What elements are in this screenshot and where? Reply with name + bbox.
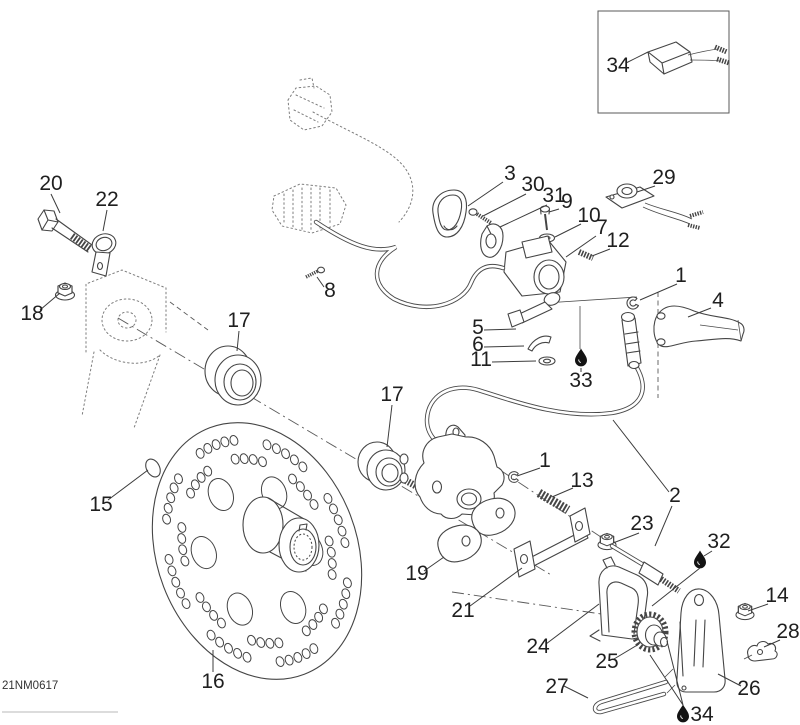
lubricant-droplet-icon-32 — [693, 550, 707, 569]
callout-labels: 34 20 22 18 8 3 30 31 9 10 7 12 29 1 4 5… — [20, 54, 799, 725]
callout-10: 10 — [577, 204, 600, 227]
callout-34-inset: 34 — [606, 54, 630, 77]
bushing-right — [357, 441, 430, 497]
drawing-code: 21NM0617 — [2, 680, 58, 692]
callout-1-top: 1 — [675, 264, 687, 287]
small-spring — [577, 249, 595, 261]
callout-16: 16 — [201, 670, 224, 693]
hex-bolt — [37, 209, 93, 253]
callout-12: 12 — [606, 229, 629, 252]
disc-hub — [242, 496, 320, 573]
lubricant-droplet-icon-34 — [676, 704, 690, 723]
flat-washer — [538, 356, 556, 366]
pivot-bolt — [539, 205, 551, 231]
dimmer-knob — [432, 189, 468, 238]
lubricant-droplet-icon-33 — [574, 348, 588, 367]
e-clip-caliper — [508, 471, 519, 483]
spring-clip — [743, 641, 778, 662]
callout-22: 22 — [95, 188, 118, 211]
callout-8: 8 — [324, 279, 336, 302]
callout-27: 27 — [545, 675, 568, 698]
bushing-left — [204, 345, 262, 406]
callout-21: 21 — [451, 599, 474, 622]
callout-23: 23 — [630, 512, 653, 535]
callout-5: 5 — [472, 316, 484, 339]
cable-rod-end — [609, 543, 681, 594]
adjuster-wheel — [631, 611, 669, 653]
callout-18: 18 — [20, 302, 43, 325]
callout-26: 26 — [737, 677, 760, 700]
callout-32: 32 — [707, 530, 730, 553]
brake-cable — [424, 363, 645, 459]
brake-light-switch — [605, 183, 704, 230]
callout-4: 4 — [712, 289, 724, 312]
flange-nut-14 — [735, 602, 755, 621]
callout-19: 19 — [405, 562, 428, 585]
phantom-chassis-bracket — [81, 269, 209, 429]
callout-14: 14 — [765, 584, 789, 607]
callout-7: 7 — [596, 216, 608, 239]
callout-29: 29 — [652, 166, 675, 189]
phantom-cable-route — [312, 111, 414, 223]
pin-centerline — [499, 469, 611, 544]
callout-11: 11 — [470, 348, 492, 371]
callout-33: 33 — [569, 369, 592, 392]
callout-31: 31 — [542, 184, 565, 207]
callout-3: 3 — [504, 162, 516, 185]
retainer-clip — [527, 335, 552, 352]
small-screw — [305, 266, 326, 279]
callout-13: 13 — [570, 469, 593, 492]
e-clip-top — [625, 295, 640, 311]
brake-caliper — [399, 424, 516, 564]
brake-lever — [653, 305, 745, 348]
flange-nut-18 — [54, 282, 76, 301]
phantom-engine-block-lower — [271, 183, 347, 234]
leader-lines — [39, 51, 781, 706]
knob-screw — [468, 208, 493, 225]
callout-2: 2 — [669, 484, 681, 507]
cable-clamp — [91, 233, 117, 277]
electrical-connector — [647, 41, 730, 75]
callout-28: 28 — [776, 620, 799, 643]
callout-25: 25 — [595, 650, 618, 673]
cable-adjuster — [620, 311, 642, 370]
callout-9: 9 — [561, 190, 573, 213]
anchor-bar — [513, 507, 591, 578]
cam-pin — [507, 292, 561, 328]
callout-17-right: 17 — [380, 383, 403, 406]
assembly-line — [544, 296, 638, 349]
inset-box — [597, 10, 730, 114]
support-bracket — [676, 588, 726, 693]
callout-24: 24 — [526, 635, 550, 658]
callout-30: 30 — [521, 173, 544, 196]
brake-disc — [151, 422, 363, 680]
callout-15: 15 — [89, 493, 112, 516]
hose-loop — [313, 219, 506, 310]
phantom-engine-block-upper — [287, 77, 333, 131]
callout-20: 20 — [39, 172, 62, 195]
lever-housing — [492, 235, 567, 297]
knob-plate — [480, 223, 504, 258]
hairpin-pin — [592, 668, 676, 715]
callout-34-bottom: 34 — [690, 703, 714, 725]
callout-6: 6 — [472, 333, 484, 356]
callout-1-bottom: 1 — [539, 449, 551, 472]
callout-17-left: 17 — [227, 309, 250, 332]
o-ring — [145, 458, 161, 478]
return-spring — [536, 489, 571, 514]
